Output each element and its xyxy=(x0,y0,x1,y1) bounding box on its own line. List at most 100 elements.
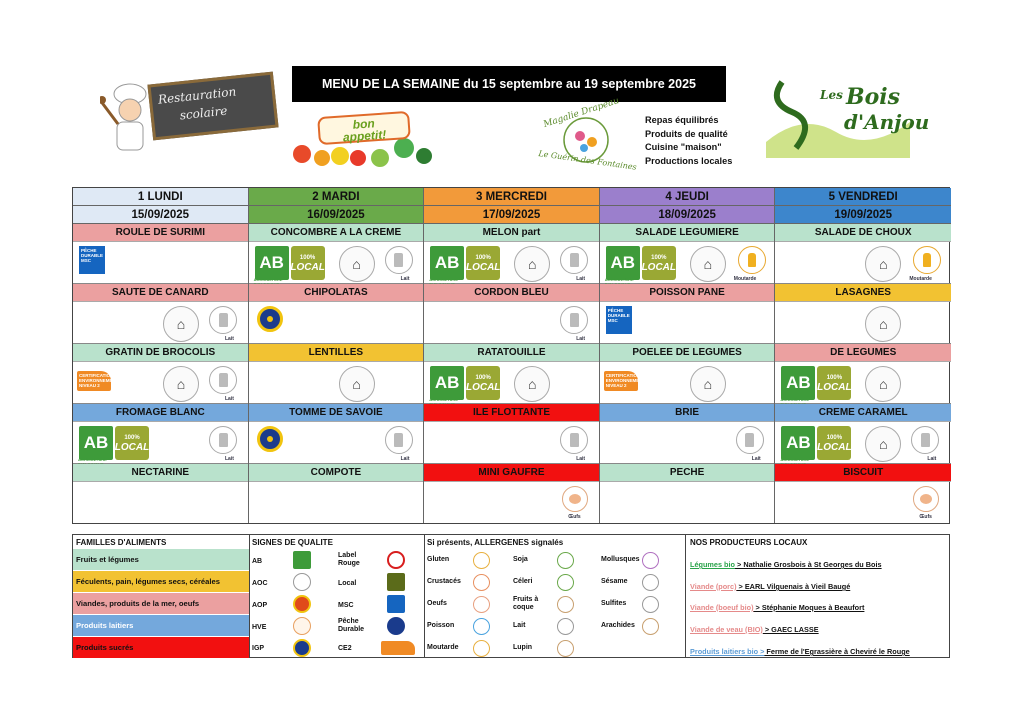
fish-icon: PÊCHE DURABLE MSC xyxy=(605,306,632,334)
oeufs-caption: Œufs xyxy=(919,514,932,520)
dish-labels: Lait xyxy=(249,423,424,463)
dish-labels: ⌂Moutarde xyxy=(775,243,951,283)
local-100-icon: 100%LOCAL xyxy=(115,426,149,460)
legend-panel: FAMILLES D'ALIMENTS Fruits et légumes Fé… xyxy=(72,534,950,658)
day-date: 19/09/2025 xyxy=(775,206,951,224)
house-icon: ⌂ xyxy=(514,246,551,282)
menu-cell: CHIPOLATAS xyxy=(248,284,424,344)
lait-allergen-icon: Lait xyxy=(560,426,589,462)
local-mark: 100%LOCAL xyxy=(466,366,500,400)
local-mark: 100%LOCAL xyxy=(642,246,676,280)
dish-name: CREME CARAMEL xyxy=(775,404,951,422)
dish-name: BRIE xyxy=(599,404,775,422)
menu-cell: SAUTE DE CANARD⌂Lait xyxy=(73,284,248,344)
quality-title: SIGNES DE QUALITE xyxy=(252,538,333,547)
moutarde-caption: Moutarde xyxy=(909,276,932,282)
producer-name: > Nathalie Grosbois à St Georges du Bois xyxy=(735,560,882,569)
lait-allergen-icon: Lait xyxy=(560,246,589,282)
producer-name: > GAEC LASSE xyxy=(762,625,819,634)
bon-appetit-logo xyxy=(288,112,438,172)
day-header: 4 JEUDI xyxy=(599,188,775,206)
quality-claim: Repas équilibrés xyxy=(645,115,719,125)
lait-caption: Lait xyxy=(225,456,234,462)
milk-icon xyxy=(384,426,413,454)
bois-line3: d'Anjou xyxy=(844,110,930,134)
dish-name: MELON part xyxy=(424,224,599,242)
day-date: 16/09/2025 xyxy=(248,206,424,224)
family-sucres: Produits sucrés xyxy=(73,637,249,658)
dish-name: CORDON BLEU xyxy=(424,284,599,302)
day-header: 2 MARDI xyxy=(248,188,424,206)
local-mark: 100%LOCAL xyxy=(817,426,852,460)
plat-fait-maison-icon: ⌂ xyxy=(865,426,902,462)
local-word: LOCAL xyxy=(114,442,150,453)
ab-text: AB xyxy=(83,433,109,452)
moutarde-allergen-icon: Moutarde xyxy=(909,246,942,282)
allergen-icon xyxy=(557,574,574,591)
lait-caption: Lait xyxy=(400,276,410,282)
allergen-icon xyxy=(473,574,490,591)
chef-icon xyxy=(98,80,160,155)
dish-name: TOMME DE SAVOIE xyxy=(248,404,424,422)
allergen-icon xyxy=(642,574,659,591)
local-pct: 100% xyxy=(299,255,316,261)
menu-cell: NECTARINE xyxy=(73,464,248,524)
allergen-icon xyxy=(642,618,659,635)
dish-labels: ⌂ xyxy=(249,363,424,403)
lait-allergen-icon: Lait xyxy=(209,426,237,462)
house-icon: ⌂ xyxy=(865,426,902,462)
dish-name: CONCOMBRE A LA CREME xyxy=(248,224,424,242)
peche-durable-icon xyxy=(387,617,405,635)
dish-labels: Lait xyxy=(424,303,599,343)
milk-icon xyxy=(560,306,589,334)
page-title: MENU DE LA SEMAINE du 15 septembre au 19… xyxy=(292,66,726,102)
lait-allergen-icon: Lait xyxy=(384,246,413,282)
aoc-icon xyxy=(293,573,311,591)
house-icon: ⌂ xyxy=(338,246,375,282)
local-mark: 100%LOCAL xyxy=(290,246,325,280)
ab-text: AB xyxy=(786,433,811,452)
menu-cell: COMPOTE xyxy=(248,464,424,524)
local-icon xyxy=(387,573,405,591)
dish-labels: PÊCHE DURABLE MSC xyxy=(600,303,775,343)
allergen-label: Poisson xyxy=(427,622,455,629)
moutarde-caption: Moutarde xyxy=(733,276,757,282)
plat-fait-maison-icon: ⌂ xyxy=(514,366,551,402)
quality-aop: AOP xyxy=(252,602,268,609)
ab-text: AB xyxy=(259,253,284,272)
hve-icon xyxy=(293,617,311,635)
producer-kind: Légumes bio xyxy=(690,560,736,569)
plat-fait-maison-icon: ⌂ xyxy=(338,366,375,402)
producer-name: Ferme de l'Egrassière à Cheviré le Rouge xyxy=(764,647,910,656)
allergen-icon xyxy=(473,618,490,635)
allergen-label: Soja xyxy=(513,556,528,563)
aop-seal xyxy=(256,426,283,452)
lait-caption: Lait xyxy=(576,456,586,462)
lait-caption: Lait xyxy=(225,396,234,402)
lait-allergen-icon: Lait xyxy=(209,306,237,342)
local-word: LOCAL xyxy=(817,382,852,393)
allergen-icon xyxy=(557,618,574,635)
guerin-des-fontaines-logo: Magalie Drapeau Le Guérin des Fontaines xyxy=(536,96,637,174)
quality-claims: Repas équilibrés Produits de qualité Cui… xyxy=(645,114,732,168)
quality-claim: Produits de qualité xyxy=(645,128,728,139)
dish-name: RATATOUILLE xyxy=(424,344,599,362)
house-icon: ⌂ xyxy=(163,306,199,342)
dish-labels: CERTIFICATION ENVIRONNEMENTALE NIVEAU 2⌂… xyxy=(73,363,248,403)
